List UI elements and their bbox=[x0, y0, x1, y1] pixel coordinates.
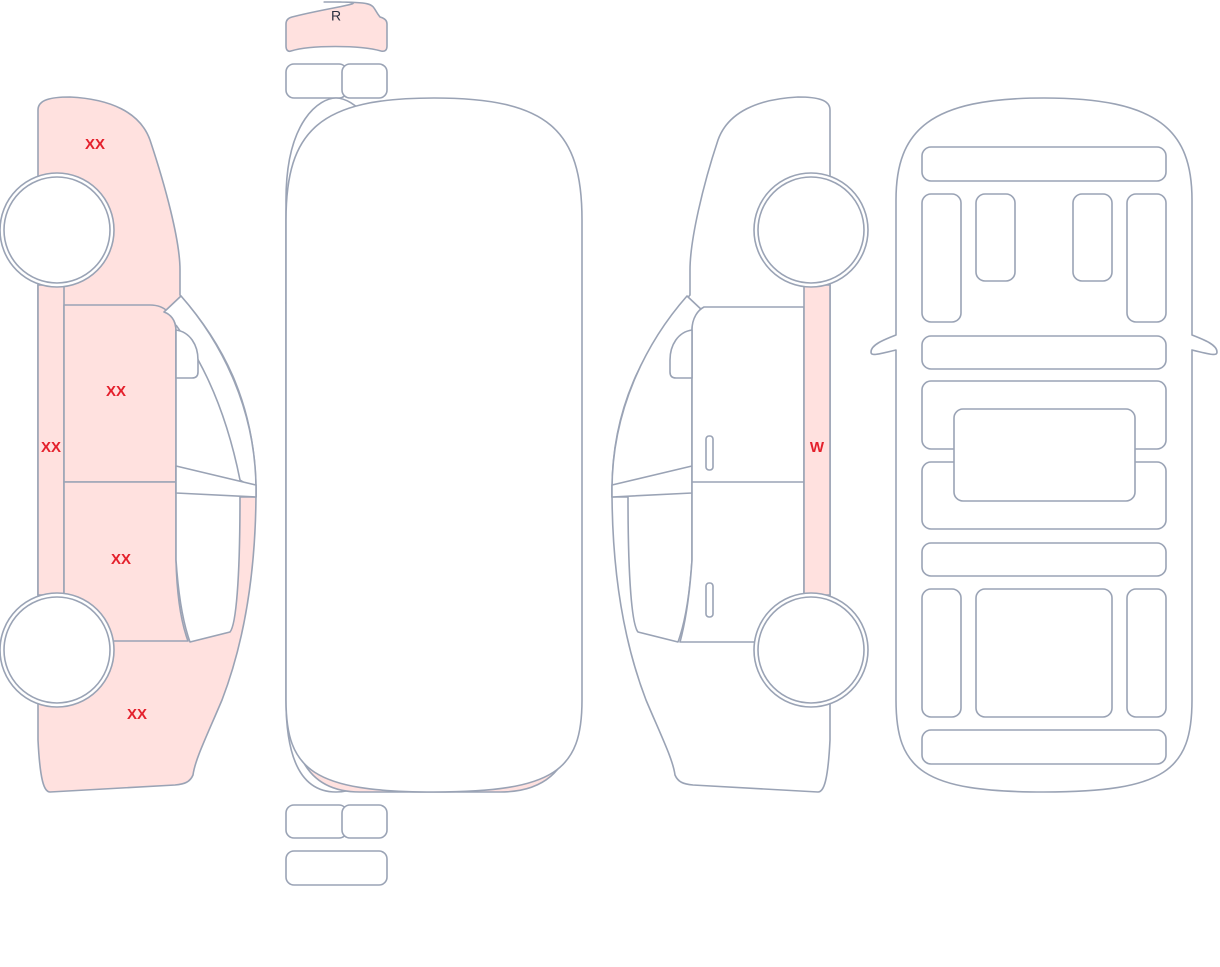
left-front-wheel-inner bbox=[3, 176, 111, 284]
rear-bumper-panel[interactable] bbox=[285, 1, 388, 53]
mark-left-rear-door: XX bbox=[111, 551, 131, 568]
mark-left-front-door: XX bbox=[106, 383, 126, 400]
under-bar-1 bbox=[921, 146, 1167, 182]
under-center-1a bbox=[975, 193, 1016, 282]
left-b-pillar bbox=[175, 465, 257, 498]
rear-left-light bbox=[285, 63, 348, 99]
under-center-box-2 bbox=[975, 588, 1113, 718]
under-right-seat-1 bbox=[1126, 193, 1167, 323]
right-front-handle bbox=[705, 435, 714, 471]
underside-view bbox=[870, 97, 1218, 793]
under-left-seat-1 bbox=[921, 193, 962, 323]
left-sill-panel[interactable] bbox=[37, 284, 65, 596]
top-body-wide bbox=[285, 97, 583, 793]
left-rear-wheel-inner bbox=[3, 596, 111, 704]
right-mirror bbox=[669, 329, 693, 379]
under-bar-6 bbox=[921, 729, 1167, 765]
mark-left-front-fender: XX bbox=[85, 136, 105, 153]
top-view-body bbox=[285, 97, 583, 793]
under-center-1b bbox=[1072, 193, 1113, 282]
front-bumper-panel[interactable] bbox=[285, 850, 388, 886]
under-right-seat-2 bbox=[1126, 588, 1167, 718]
right-sill-panel[interactable] bbox=[803, 284, 831, 596]
left-mirror bbox=[175, 329, 199, 379]
right-front-wheel-inner bbox=[757, 176, 865, 284]
left-side-view: XX XX XX XX XX bbox=[0, 96, 257, 793]
mark-left-sill: XX bbox=[41, 439, 61, 456]
right-rear-handle bbox=[705, 582, 714, 618]
under-left-seat-2 bbox=[921, 588, 962, 718]
rear-right-light bbox=[341, 63, 388, 99]
right-doors[interactable] bbox=[679, 306, 805, 643]
right-side-view: W bbox=[611, 96, 869, 793]
under-bar-2 bbox=[921, 335, 1167, 370]
mark-left-rear-quarter: XX bbox=[127, 706, 147, 723]
mark-right-sill: W bbox=[810, 439, 825, 456]
front-left-light bbox=[285, 804, 348, 839]
under-bar-5 bbox=[921, 542, 1167, 577]
under-center-box bbox=[953, 408, 1136, 502]
mark-rear-bumper: R bbox=[331, 8, 341, 24]
right-rear-wheel-inner bbox=[757, 596, 865, 704]
front-right-light bbox=[341, 804, 388, 839]
